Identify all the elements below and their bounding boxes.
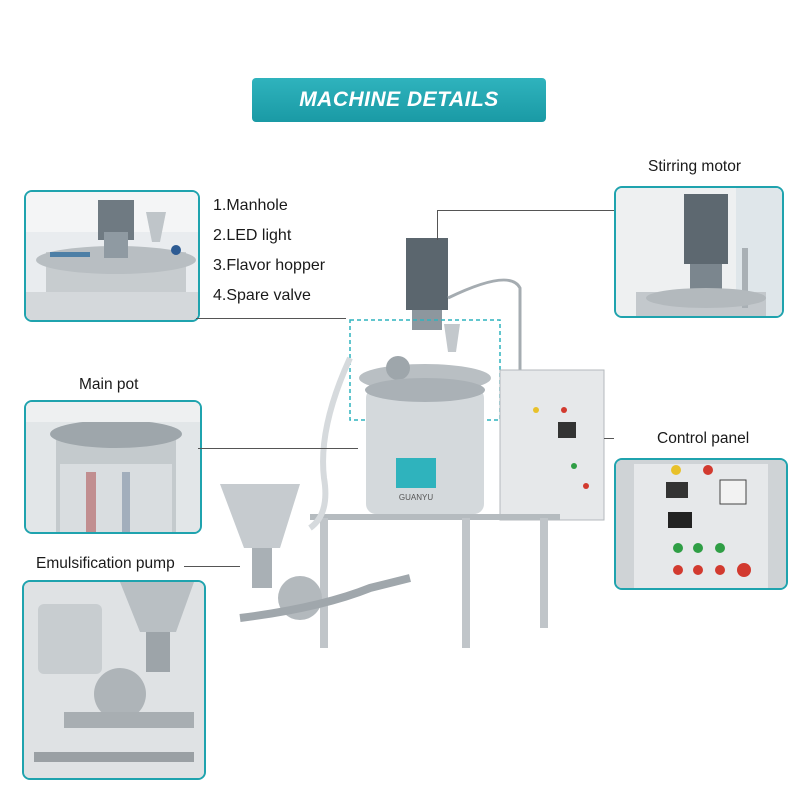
list-item-led-light: 2.LED light xyxy=(213,227,292,244)
main-machine-illustration: GUANYU xyxy=(200,228,620,668)
leader-list xyxy=(196,318,346,319)
list-item-manhole: 1.Manhole xyxy=(213,197,288,214)
top-detail-photo xyxy=(24,190,200,322)
label-control-panel: Control panel xyxy=(657,430,750,447)
control-panel-photo xyxy=(614,458,788,590)
leader-motor-v xyxy=(437,210,438,240)
leader-control-panel xyxy=(604,438,614,439)
list-item-flavor-hopper: 3.Flavor hopper xyxy=(213,257,326,274)
label-stirring-motor: Stirring motor xyxy=(648,158,742,175)
title-banner: MACHINE DETAILS xyxy=(252,78,546,122)
label-main-pot: Main pot xyxy=(79,376,139,393)
list-item-spare-valve: 4.Spare valve xyxy=(213,287,311,304)
leader-pump xyxy=(184,566,240,567)
stirring-motor-photo xyxy=(614,186,784,318)
leader-motor-h xyxy=(437,210,614,211)
leader-main-pot xyxy=(198,448,358,449)
main-pot-photo xyxy=(24,400,202,534)
page-title: MACHINE DETAILS xyxy=(299,88,499,111)
brand-mark: GUANYU xyxy=(399,493,433,502)
emulsification-pump-photo xyxy=(22,580,206,780)
label-emulsification-pump: Emulsification pump xyxy=(36,555,175,572)
